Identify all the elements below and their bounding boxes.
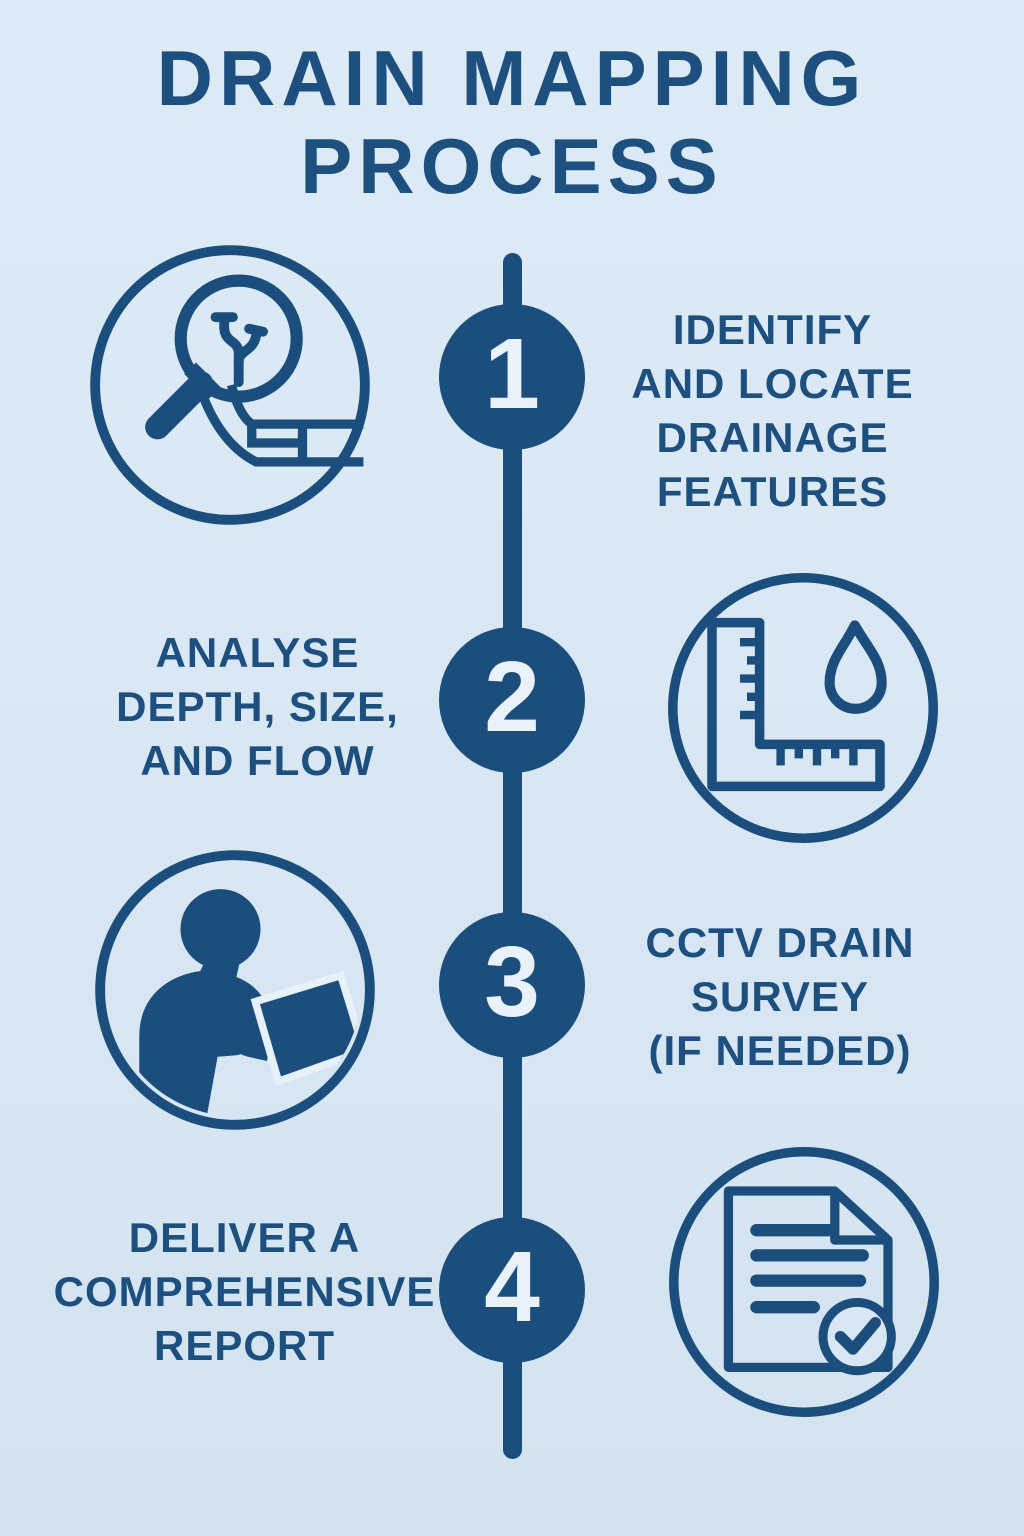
step-3-label-line: CCTV DRAIN bbox=[645, 919, 915, 966]
step-4-label-line: DELIVER A bbox=[128, 1214, 361, 1261]
step-4-label-line: COMPREHENSIVE bbox=[53, 1268, 436, 1315]
step-3-label-line: (IF NEEDED) bbox=[648, 1027, 912, 1074]
timeline-line bbox=[503, 253, 522, 1459]
title-line-1: DRAIN MAPPING bbox=[156, 34, 868, 122]
magnifier-drain-map-icon bbox=[90, 245, 370, 525]
step-3-number-badge: 3 bbox=[439, 912, 585, 1058]
step-1-number: 1 bbox=[484, 317, 540, 430]
surveyor-laptop-icon bbox=[95, 850, 375, 1130]
step-3-label: CCTV DRAIN SURVEY (IF NEEDED) bbox=[600, 916, 960, 1078]
step-4-label-line: REPORT bbox=[153, 1322, 335, 1369]
step-4-number-badge: 4 bbox=[439, 1217, 585, 1363]
step-1-label-line: FEATURES bbox=[656, 468, 889, 515]
step-4-label: DELIVER A COMPREHENSIVE REPORT bbox=[22, 1211, 467, 1373]
step-3-number: 3 bbox=[484, 925, 540, 1038]
step-4-number: 4 bbox=[484, 1230, 540, 1343]
step-2-label: ANALYSE DEPTH, SIZE, AND FLOW bbox=[75, 626, 440, 788]
ruler-water-droplet-icon bbox=[668, 573, 938, 843]
title-line-2: PROCESS bbox=[300, 122, 724, 210]
step-2-number: 2 bbox=[484, 640, 540, 753]
report-checkmark-icon bbox=[669, 1147, 939, 1417]
step-2-label-line: AND FLOW bbox=[140, 737, 375, 784]
step-1-label-line: AND LOCATE bbox=[631, 360, 914, 407]
step-1-label-line: IDENTIFY bbox=[672, 306, 873, 353]
step-1-label: IDENTIFY AND LOCATE DRAINAGE FEATURES bbox=[595, 303, 950, 519]
step-2-label-line: DEPTH, SIZE, bbox=[116, 683, 399, 730]
step-2-number-badge: 2 bbox=[439, 627, 585, 773]
page-title: DRAIN MAPPING PROCESS bbox=[0, 34, 1024, 210]
step-1-number-badge: 1 bbox=[439, 304, 585, 450]
step-3-label-line: SURVEY bbox=[691, 973, 869, 1020]
step-2-label-line: ANALYSE bbox=[155, 629, 360, 676]
step-1-label-line: DRAINAGE bbox=[656, 414, 889, 461]
